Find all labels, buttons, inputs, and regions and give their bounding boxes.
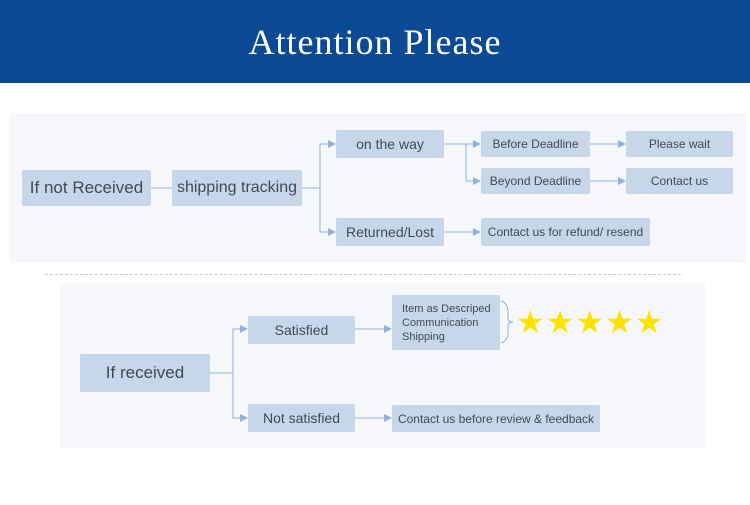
star-icon: ★ xyxy=(634,303,664,341)
star-icon: ★ xyxy=(545,303,575,341)
connector-to-satisfied xyxy=(232,325,248,373)
section-divider xyxy=(45,274,681,275)
star-icon: ★ xyxy=(516,303,545,341)
node-before-deadline: Before Deadline xyxy=(481,131,590,157)
attention-banner: Attention Please xyxy=(0,0,750,83)
criteria-item: Item as Descriped xyxy=(402,302,491,315)
node-please-wait: Please wait xyxy=(626,131,733,157)
five-star-rating: ★★★★★ xyxy=(516,305,663,339)
node-beyond-deadline: Beyond Deadline xyxy=(481,168,590,194)
node-satisfied-criteria: Item as Descriped Communication Shipping xyxy=(392,295,500,350)
connector-to-not-satisfied xyxy=(232,373,248,422)
node-if-not-received: If not Received xyxy=(22,170,151,206)
banner-title: Attention Please xyxy=(248,21,502,62)
star-icon: ★ xyxy=(605,303,634,341)
node-not-satisfied: Not satisfied xyxy=(248,404,355,432)
node-on-the-way: on the way xyxy=(336,130,444,158)
node-shipping-tracking: shipping tracking xyxy=(172,170,302,206)
node-contact-us: Contact us xyxy=(626,168,733,194)
connector-to-on-the-way xyxy=(319,140,336,232)
connector-to-beyond xyxy=(465,144,481,185)
criteria-shipping: Shipping xyxy=(402,330,445,343)
node-if-received: If received xyxy=(80,354,210,392)
node-returned-lost: Returned/Lost xyxy=(336,218,444,246)
criteria-communication: Communication xyxy=(402,316,479,329)
node-contact-refund-resend: Contact us for refund/ resend xyxy=(481,218,650,246)
star-icon: ★ xyxy=(575,303,605,341)
connector-to-returned xyxy=(319,188,336,236)
node-satisfied: Satisfied xyxy=(248,316,355,344)
bracket-icon xyxy=(500,300,514,344)
node-contact-before-review: Contact us before review & feedback xyxy=(392,405,600,432)
